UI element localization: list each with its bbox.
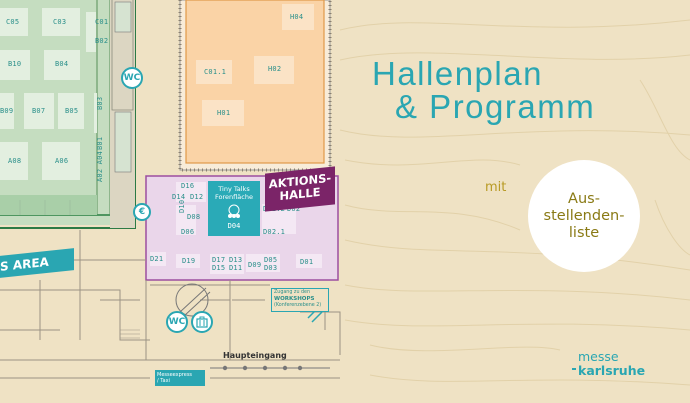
booth-b01[interactable]: B01	[96, 136, 104, 150]
booth-d09[interactable]: D09	[248, 261, 262, 269]
booth-h01[interactable]: H01	[217, 109, 231, 117]
booth-b09[interactable]: B09	[0, 107, 14, 115]
booth-b05[interactable]: B05	[65, 107, 79, 115]
workshop-line1: Zugang zu den	[274, 290, 311, 295]
booth-d02[interactable]: D02	[287, 205, 301, 213]
main-entrance-label: Haupteingang	[223, 351, 287, 360]
audience-icon	[228, 204, 240, 218]
stage-line1: Tiny Talks	[218, 185, 250, 193]
booth-a08[interactable]: A08	[8, 157, 22, 165]
aktionshalle-banner: AKTIONS- HALLE	[265, 166, 335, 212]
booth-d06[interactable]: D06	[181, 228, 195, 236]
booth-h02[interactable]: H02	[268, 65, 282, 73]
logo-line2: karlsruhe	[578, 363, 646, 378]
page-title-line2: & Programm	[395, 88, 596, 125]
booth-c01-1[interactable]: C01.1	[204, 68, 227, 76]
booth-b04[interactable]: B04	[55, 60, 69, 68]
circle-line3: liste	[568, 224, 600, 241]
tiny-talks-stage[interactable]: Tiny Talks Forenfläche D04	[208, 181, 260, 236]
logo-line1: messe	[578, 349, 619, 364]
workshops-access[interactable]: Zugang zu den WORKSHOPS (Konferenzebene …	[271, 288, 329, 312]
workshop-line2: WORKSHOPS	[274, 296, 315, 302]
luggage-glyph-icon	[196, 316, 208, 328]
booth-d15[interactable]: D15	[212, 264, 226, 272]
booth-d03[interactable]: D03	[264, 264, 278, 272]
subtitle-mit: mit	[485, 180, 507, 195]
booth-b07[interactable]: B07	[32, 107, 46, 115]
booth-a02-a04[interactable]: A02 A04	[96, 151, 104, 182]
exhibitor-list-badge[interactable]: Aus- stellenden- liste	[528, 160, 640, 272]
booth-d13[interactable]: D13	[229, 256, 243, 264]
booth-c01[interactable]: C01	[95, 18, 109, 26]
booth-h04[interactable]: H04	[290, 13, 304, 21]
booth-a06[interactable]: A06	[55, 157, 69, 165]
circle-line2: stellenden-	[543, 207, 625, 224]
logo-bar	[572, 368, 576, 370]
wc-icon-bottom[interactable]: WC	[166, 311, 188, 333]
messe-karlsruhe-logo: messe karlsruhe	[572, 349, 646, 378]
booth-d08[interactable]: D08	[187, 213, 201, 221]
messeexpress-line1: Messeexpress	[157, 372, 193, 378]
booth-c05[interactable]: C05	[6, 18, 20, 26]
booth-d01[interactable]: D01	[300, 258, 314, 266]
booth-c03[interactable]: C03	[53, 18, 67, 26]
booth-b03[interactable]: B03	[96, 96, 104, 110]
booth-d02-1[interactable]: D02.1	[263, 228, 286, 236]
wc-icon[interactable]: WC	[121, 67, 143, 89]
booth-d14[interactable]: D14	[172, 193, 186, 201]
booth-d05[interactable]: D05	[264, 256, 278, 264]
booth-d17[interactable]: D17	[212, 256, 226, 264]
euro-icon[interactable]: €	[133, 203, 151, 221]
luggage-icon[interactable]	[191, 311, 213, 333]
booth-d12[interactable]: D12	[190, 193, 204, 201]
booth-b10[interactable]: B10	[8, 60, 22, 68]
booth-d10[interactable]: D10	[178, 199, 186, 213]
workshop-line3: (Konferenzebene 2)	[274, 303, 322, 308]
booth-d16[interactable]: D16	[181, 182, 195, 190]
page-title-line1: Hallenplan	[372, 55, 543, 92]
booth-b02[interactable]: B02	[95, 37, 109, 45]
booth-d19[interactable]: D19	[182, 257, 196, 265]
booth-d11[interactable]: D11	[229, 264, 243, 272]
booth-d04[interactable]: D04	[227, 222, 241, 230]
messeexpress-line2: / Taxi	[157, 378, 170, 384]
stage-line2: Forenfläche	[215, 193, 253, 201]
messeexpress-taxi[interactable]: Messeexpress / Taxi	[155, 370, 205, 386]
circle-line1: Aus-	[568, 190, 600, 207]
booth-d21[interactable]: D21	[150, 255, 164, 263]
